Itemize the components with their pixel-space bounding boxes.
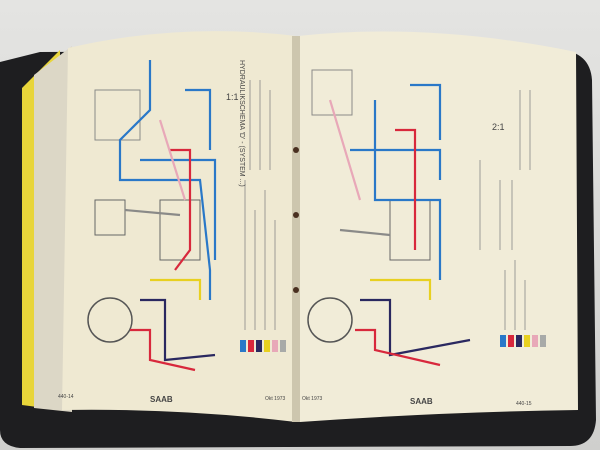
page-stack bbox=[34, 46, 72, 412]
left-page bbox=[62, 31, 296, 422]
right-legend-swatches bbox=[500, 335, 546, 347]
right-figure-label: 2:1 bbox=[492, 122, 505, 132]
right-legend-text-lines bbox=[479, 90, 531, 330]
left-date: Okt 1973 bbox=[265, 396, 286, 402]
right-page-number: 440-15 bbox=[516, 401, 532, 407]
left-brand: SAAB bbox=[150, 395, 173, 404]
left-legend-swatches bbox=[240, 340, 286, 352]
right-hydraulic-diagram bbox=[307, 69, 471, 367]
left-page-number: 440-14 bbox=[58, 394, 74, 400]
left-legend-title: HYDRAULIKSCHEMA 'D' - (SYSTEM ...) bbox=[238, 60, 245, 187]
right-brand: SAAB bbox=[410, 397, 433, 406]
right-page bbox=[298, 31, 578, 423]
left-figure-label: 1:1 bbox=[226, 92, 239, 102]
right-date: Okt 1973 bbox=[302, 396, 323, 402]
book-gutter bbox=[292, 36, 300, 422]
left-hydraulic-diagram bbox=[87, 60, 217, 372]
left-legend-text-lines bbox=[244, 80, 276, 330]
